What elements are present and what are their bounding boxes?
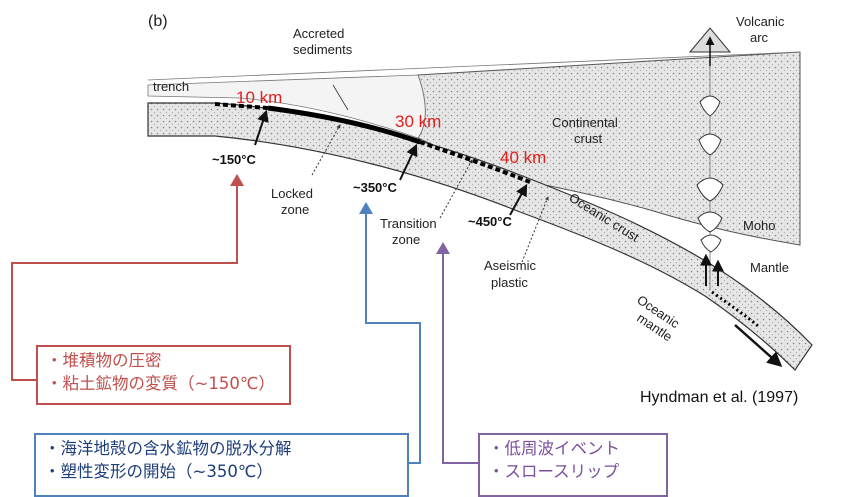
purple-leader-line	[442, 250, 478, 464]
volcanic-label-1: Volcanic	[736, 14, 785, 29]
red-leader-arrow	[230, 174, 244, 186]
trench-label: trench	[153, 79, 189, 94]
mantle-label: Mantle	[750, 260, 789, 275]
locked-label-2: zone	[281, 202, 309, 217]
continental-label-2: crust	[574, 131, 603, 146]
transition-label-2: zone	[392, 232, 420, 247]
blue-leader-arrow	[359, 202, 373, 214]
transition-label-1: Transition	[380, 216, 437, 231]
locked-pointer	[311, 124, 341, 176]
temp-label-450: ~450°C	[468, 214, 512, 229]
slow-slip-box: ・低周波イベント ・スロースリップ	[478, 433, 668, 497]
depth-label-40km: 40 km	[500, 148, 546, 167]
depth-label-10km: 10 km	[236, 88, 282, 107]
citation-text: Hyndman et al. (1997)	[640, 389, 799, 406]
purple-box-line-1: ・低周波イベント	[488, 439, 620, 458]
aseismic-label-2: plastic	[491, 275, 528, 290]
red-box-line-2: ・粘土鉱物の変質（~150℃）	[46, 374, 275, 393]
aseismic-label-1: Aseismic	[484, 258, 537, 273]
continental-label-1: Continental	[552, 115, 618, 130]
panel-label: (b)	[148, 13, 168, 30]
red-box-line-1: ・堆積物の圧密	[46, 351, 162, 370]
blue-box-line-2: ・塑性変形の開始（~350℃）	[44, 462, 273, 481]
temp-arrow-450	[509, 183, 528, 216]
purple-box-line-2: ・スロースリップ	[488, 462, 620, 481]
interface-shallow-dashed	[214, 102, 269, 110]
magma-blob-3	[696, 177, 724, 202]
accreted-wedge-shape	[147, 74, 426, 139]
volcanic-label-2: arc	[750, 30, 769, 45]
moho-label: Moho	[743, 218, 776, 233]
purple-leader-arrow	[436, 242, 450, 254]
blue-leader-line	[365, 210, 421, 464]
red-leader-line	[11, 182, 238, 381]
transition-pointer	[439, 159, 473, 219]
temp-label-350: ~350°C	[353, 180, 397, 195]
temp-arrow-150	[254, 109, 269, 146]
accreted-label-1: Accreted	[293, 26, 344, 41]
slab-motion-arrow	[734, 324, 783, 367]
accreted-pointer	[332, 84, 349, 111]
magma-blob-4	[697, 211, 723, 233]
oceanic-crust-slab	[147, 102, 813, 371]
magma-blob-5	[700, 234, 722, 253]
temp-arrow-350	[399, 143, 418, 181]
sea-surface-line	[147, 51, 801, 81]
magma-blob-2	[698, 133, 722, 156]
temp-label-150: ~150°C	[212, 152, 256, 167]
locked-label-1: Locked	[271, 186, 313, 201]
magma-blob-1	[699, 95, 721, 117]
accreted-label-2: sediments	[293, 42, 353, 57]
locked-zone-interface	[267, 105, 421, 145]
depth-label-30km: 30 km	[395, 112, 441, 131]
dehydration-box: ・海洋地殻の含水鉱物の脱水分解 ・塑性変形の開始（~350℃）	[34, 433, 409, 497]
deep-interface-dots	[711, 290, 759, 328]
blue-box-line-1: ・海洋地殻の含水鉱物の脱水分解	[44, 439, 292, 458]
sediment-compaction-box: ・堆積物の圧密 ・粘土鉱物の変質（~150℃）	[36, 345, 291, 405]
transition-zone-interface	[419, 140, 531, 184]
